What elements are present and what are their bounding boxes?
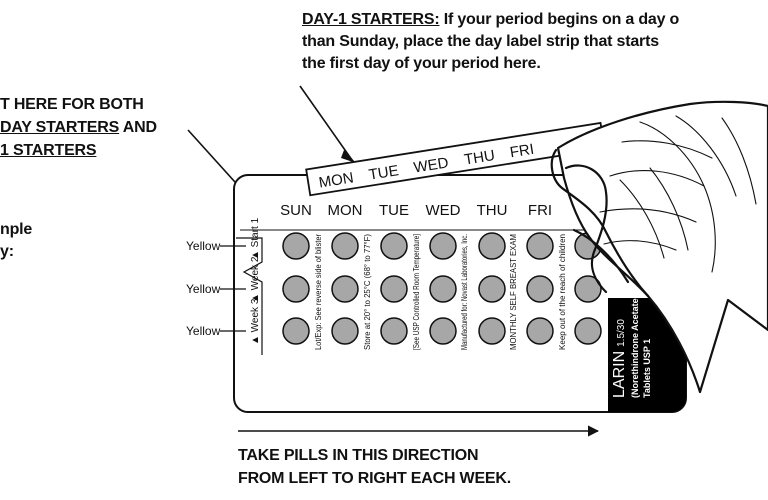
sunday-starters-callout-line3: 1 STARTERS xyxy=(0,142,97,159)
brand-line3: Tablets USP 1 xyxy=(642,339,652,398)
day-label-strip: MON TUE WED THU FRI xyxy=(305,121,606,197)
card-day-wed: WED xyxy=(426,202,461,219)
pill-week3-day5 xyxy=(478,317,506,345)
strip-day-fri: FRI xyxy=(509,141,536,162)
pill-week2-day3 xyxy=(380,275,408,303)
svg-text:▲ Week 3: ▲ Week 3 xyxy=(250,298,261,345)
row-marker-label: Yellow xyxy=(186,282,221,296)
svg-text:Store at 20° to 25°C (68° to 7: Store at 20° to 25°C (68° to 77°F) xyxy=(363,234,372,350)
day1-starters-heading: DAY-1 STARTERS: xyxy=(302,11,440,28)
pill-week1-day4 xyxy=(429,232,457,260)
pill-week3-day3 xyxy=(380,317,408,345)
pill-week3-day4 xyxy=(429,317,457,345)
card-day-tue: TUE xyxy=(379,202,409,219)
pill-week2-day4 xyxy=(429,275,457,303)
week-label: ▲ Start 1 xyxy=(250,217,261,260)
svg-text:Lot/Exp: See reverse side of b: Lot/Exp: See reverse side of blister xyxy=(314,234,323,350)
day1-pointer-line xyxy=(299,85,353,161)
pill-week1-day5 xyxy=(478,232,506,260)
strip-day-tue: TUE xyxy=(368,162,400,183)
svg-text:▲ Week 2: ▲ Week 2 xyxy=(250,256,261,303)
hand-illustration xyxy=(550,100,768,394)
pill-week2-day6 xyxy=(526,275,554,303)
svg-text:Keep out of the reach of child: Keep out of the reach of children xyxy=(558,234,567,350)
vertical-note: MONTHLY SELF BREAST EXAM xyxy=(509,234,518,350)
pill-week3-day2 xyxy=(331,317,359,345)
brand-text: LARIN1.5/30 (Norethindrone Acetate Table… xyxy=(611,298,652,398)
pill-week3-day7 xyxy=(574,317,602,345)
card-day-thu: THU xyxy=(477,202,508,219)
card-day-headers: SUN MON TUE WED THU FRI xyxy=(280,202,552,219)
left-fragment-line1: nple xyxy=(0,221,33,238)
pill-week3-day6 xyxy=(526,317,554,345)
pill-week1-day1 xyxy=(282,232,310,260)
day1-starters-callout-line3: the first day of your period here. xyxy=(302,55,541,72)
vertical-note: Keep out of the reach of children xyxy=(558,234,567,350)
vertical-note: [See USP Controlled Room Temperature] xyxy=(412,234,421,350)
strip-day-wed: WED xyxy=(412,154,449,176)
row-marker-label: Yellow xyxy=(186,324,221,338)
pill-grid xyxy=(282,232,602,345)
sunday-starters-callout-line2: DAY STARTERS AND xyxy=(0,119,157,136)
pill-week1-day2 xyxy=(331,232,359,260)
week-label: ▲ Week 2 xyxy=(250,256,261,303)
pill-week1-day3 xyxy=(380,232,408,260)
card-day-fri: FRI xyxy=(528,202,552,219)
vertical-note: Manufactured for: Novast Laboratories, I… xyxy=(460,234,469,350)
vertical-note: Store at 20° to 25°C (68° to 77°F) xyxy=(363,234,372,350)
pill-week2-day7 xyxy=(574,275,602,303)
svg-text:Manufactured for: Novast Labor: Manufactured for: Novast Laboratories, I… xyxy=(460,234,469,350)
direction-text-line1: TAKE PILLS IN THIS DIRECTION xyxy=(238,447,479,464)
day1-starters-callout-line1: DAY-1 STARTERS: If your period begins on… xyxy=(302,11,680,28)
vertical-note: Lot/Exp: See reverse side of blister xyxy=(314,234,323,350)
brand-line2: (Norethindrone Acetate xyxy=(630,298,640,398)
pill-week1-day6 xyxy=(526,232,554,260)
pill-week3-day1 xyxy=(282,317,310,345)
row-marker-label: Yellow xyxy=(186,239,221,253)
strip-day-thu: THU xyxy=(463,147,496,169)
svg-text:MONTHLY SELF BREAST EXAM: MONTHLY SELF BREAST EXAM xyxy=(509,234,518,350)
pill-week2-day5 xyxy=(478,275,506,303)
week-label: ▲ Week 3 xyxy=(250,298,261,345)
pill-week2-day1 xyxy=(282,275,310,303)
left-fragment-line2: y: xyxy=(0,243,14,260)
svg-text:▲ Start 1: ▲ Start 1 xyxy=(250,217,261,260)
vertical-notes: Lot/Exp: See reverse side of blister Stor… xyxy=(314,234,567,350)
pill-week2-day2 xyxy=(331,275,359,303)
week-labels: ▲ Start 1▲ Week 2▲ Week 3 xyxy=(250,217,261,345)
strip-day-mon: MON xyxy=(318,169,355,191)
svg-text:[See USP Controlled Room Tempe: [See USP Controlled Room Temperature] xyxy=(412,234,421,350)
day1-pointer-arrowhead xyxy=(341,150,356,163)
day1-starters-callout-line2: than Sunday, place the day label strip t… xyxy=(302,33,659,50)
sunday-starters-callout-line1: T HERE FOR BOTH xyxy=(0,96,144,113)
start-notch xyxy=(236,237,263,355)
direction-text-line2: FROM LEFT TO RIGHT EACH WEEK. xyxy=(238,470,512,487)
card-day-sun: SUN xyxy=(280,202,312,219)
brand-name: LARIN1.5/30 xyxy=(611,319,628,398)
card-day-mon: MON xyxy=(328,202,363,219)
